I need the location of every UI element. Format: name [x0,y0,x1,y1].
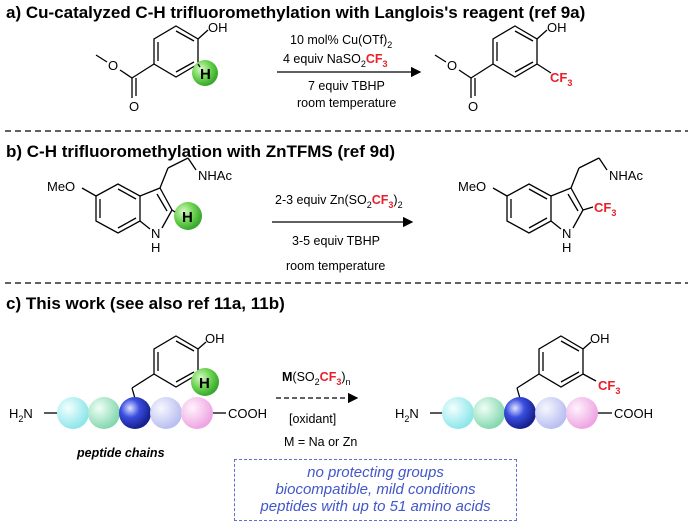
c-product-h2n: H2N [395,406,419,424]
c-reactant-peptide-chain [44,397,226,429]
section-b-product [492,157,608,234]
section-a-reactant [95,25,209,98]
c-oh-label: OH [205,331,225,346]
section-c-conditions: M(SO2CF3)n [oxidant] M = Na or Zn [276,370,359,449]
section-c-product-ring [516,335,597,403]
a-product-ester-o: O [447,58,457,73]
b-product-nh-h: H [562,240,571,255]
bead-mint [88,397,120,429]
c-cooh-label: COOH [228,406,267,421]
b-meo-label: MeO [47,179,75,194]
svg-text:2-3 equiv Zn(SO2CF3)2: 2-3 equiv Zn(SO2CF3)2 [275,193,403,210]
section-b-header: b) C-H trifluoromethylation with ZnTFMS … [6,142,395,161]
section-b-conditions: 2-3 equiv Zn(SO2CF3)2 3-5 equiv TBHP roo… [272,193,414,273]
c-product-cooh: COOH [614,406,653,421]
svg-text:[oxidant]: [oxidant] [289,412,336,426]
c-caption: peptide chains [76,446,165,460]
svg-text:4 equiv NaSO2CF3: 4 equiv NaSO2CF3 [283,52,388,69]
svg-text:room temperature: room temperature [286,259,385,273]
svg-text:M(SO2CF3)n: M(SO2CF3)n [282,370,351,387]
bead-lavender [150,397,182,429]
h-sphere-a [192,60,218,86]
svg-text:3-5 equiv TBHP: 3-5 equiv TBHP [292,234,380,248]
section-a-header: a) Cu-catalyzed C-H trifluoromethylation… [6,3,585,22]
b-product-cf3: CF3 [594,200,616,218]
b-h-label: H [182,209,193,226]
c-product-oh: OH [590,331,610,346]
a-ester-o-label: O [108,58,118,73]
svg-text:room temperature: room temperature [297,96,396,110]
c-product-cf3: CF3 [598,378,620,396]
section-a-conditions: 10 mol% Cu(OTf)2 4 equiv NaSO2CF3 7 equi… [277,33,422,110]
h-sphere-b [174,202,202,230]
a-product-carbonyl-o: O [468,99,478,114]
b-product-nhac: NHAc [609,168,643,183]
a-carbonyl-o-label: O [129,99,139,114]
section-c-header: c) This work (see also ref 11a, 11b) [6,294,285,313]
bead-lavender [535,397,567,429]
b-nhac-label: NHAc [198,168,232,183]
a-h-label: H [200,66,211,83]
b-product-nh-n: N [562,226,571,241]
feature-item: no protecting groups [307,464,444,481]
a-product-cf3: CF3 [550,70,572,88]
feature-item: peptides with up to 51 amino acids [260,498,491,515]
section-c-reactant-ring [131,335,207,403]
feature-item: biocompatible, mild conditions [275,481,476,498]
features-box: no protecting groups biocompatible, mild… [234,459,517,521]
bead-cyan [442,397,474,429]
c-h-label: H [199,375,210,392]
b-nh-n-label: N [151,226,160,241]
bead-pink [181,397,213,429]
bead-blue [504,397,536,429]
section-a-product [434,25,552,98]
svg-text:10 mol% Cu(OTf)2: 10 mol% Cu(OTf)2 [290,33,392,50]
svg-text:7 equiv TBHP: 7 equiv TBHP [308,79,385,93]
b-nh-h-label: H [151,240,160,255]
bead-cyan [57,397,89,429]
svg-text:M = Na or Zn: M = Na or Zn [284,435,357,449]
h-sphere-c [191,368,219,396]
bead-mint [473,397,505,429]
c-h2n-label: H2N [9,406,33,424]
a-oh-label: OH [208,20,228,35]
c-product-peptide-chain [430,397,612,429]
a-product-oh-label: OH [547,20,567,35]
bead-blue [119,397,151,429]
bead-pink [566,397,598,429]
b-product-meo: MeO [458,179,486,194]
section-b-reactant [81,157,197,234]
